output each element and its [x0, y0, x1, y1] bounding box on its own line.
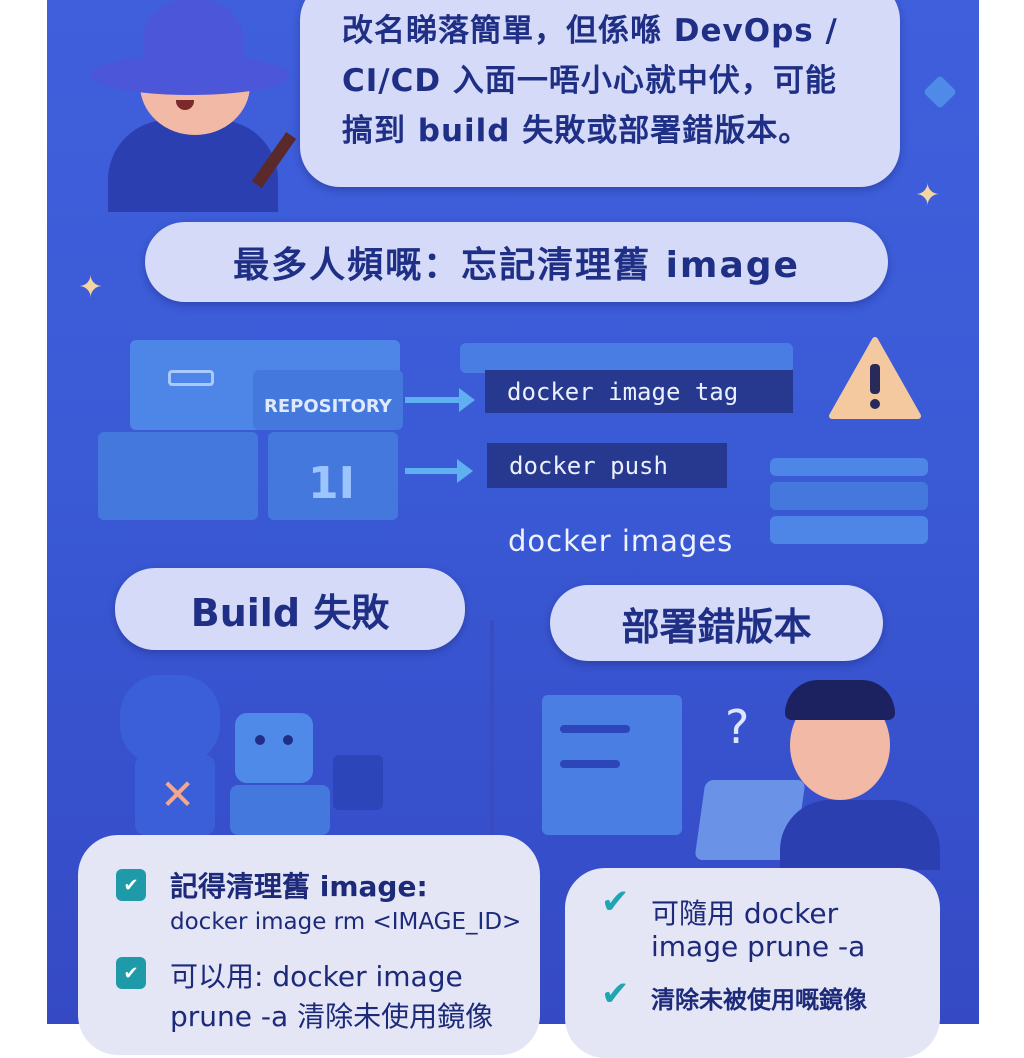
tips-card-left: ✔ 記得清理舊 image: docker image rm <IMAGE_ID…	[78, 835, 540, 1055]
wrong-version-title: 部署錯版本	[550, 585, 883, 661]
tip-text: prune -a 清除未使用鏡像	[170, 1000, 494, 1033]
tip-command: docker image rm <IMAGE_ID>	[170, 909, 522, 935]
checkmark-icon: ✔	[601, 974, 630, 1014]
command-image-tag: docker image tag	[485, 370, 793, 413]
warning-triangle-icon	[829, 337, 921, 419]
divider	[490, 620, 494, 850]
check-badge-icon: ✔	[116, 869, 146, 901]
headline: 最多人頻嘅：忘記清理舊 image	[145, 222, 888, 302]
arrow-icon	[405, 459, 473, 483]
tips-card-right: ✔ 可隨用 docker image prune -a ✔ 清除未被使用嘅鏡像	[565, 868, 940, 1058]
sparkle-icon: ✦	[78, 270, 104, 305]
checkmark-icon: ✔	[601, 882, 630, 922]
build-failed-title: Build 失敗	[115, 568, 465, 650]
repository-illustration: 1I	[98, 340, 408, 520]
tip-text: 可以用: docker image	[170, 960, 463, 993]
tip-text: 清除未被使用嘅鏡像	[651, 986, 867, 1014]
speech-line: 改名睇落簡單，但係喺 DevOps /	[342, 13, 838, 49]
repository-label: REPOSITORY	[264, 396, 392, 417]
wizard-character-illustration	[88, 0, 298, 212]
tip-text: 可隨用 docker	[651, 897, 839, 930]
speech-line: CI/CD 入面一唔小心就中伏，可能	[342, 63, 837, 99]
speech-line: 搞到 build 失敗或部署錯版本。	[342, 113, 811, 149]
tip-text: image prune -a	[651, 930, 866, 963]
confused-developer-illustration: ?	[540, 680, 940, 870]
sparkle-icon: ✦	[915, 178, 941, 213]
image-list-illustration	[770, 458, 928, 546]
docker-images-label: docker images	[508, 524, 734, 558]
build-failure-illustration: ✕	[115, 675, 445, 835]
command-push: docker push	[487, 443, 727, 488]
arrow-icon	[405, 388, 475, 412]
speech-bubble: 改名睇落簡單，但係喺 DevOps / CI/CD 入面一唔小心就中伏，可能 搞…	[300, 0, 900, 187]
image-bar	[460, 343, 793, 373]
tip-text: 記得清理舊 image:	[170, 870, 428, 903]
check-badge-icon: ✔	[116, 957, 146, 989]
